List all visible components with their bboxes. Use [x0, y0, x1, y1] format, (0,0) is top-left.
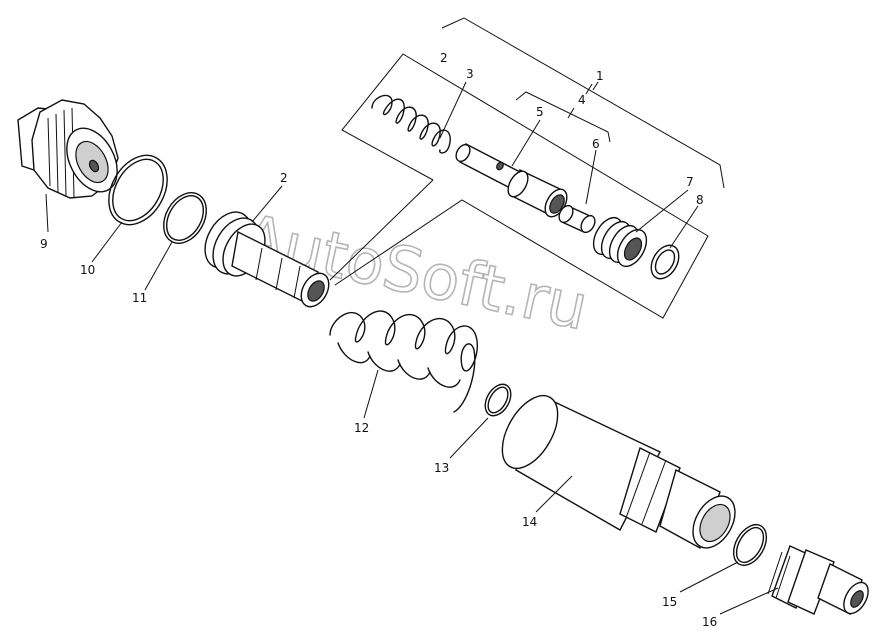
leader-lines: [45, 81, 779, 615]
assembly-bracket-1: [441, 17, 725, 189]
label-7: 7: [686, 175, 694, 189]
part-15-o-ring: [732, 524, 768, 566]
part-13-o-ring-small: [484, 383, 512, 417]
label-3: 3: [466, 67, 474, 81]
part-5-plunger: [455, 143, 568, 218]
label-11: 11: [132, 291, 147, 305]
label-9: 9: [40, 237, 48, 251]
part-7-grooved-sleeve: [592, 216, 648, 268]
label-2-upper: 2: [440, 51, 448, 65]
label-6: 6: [592, 137, 600, 151]
part-12-large-spring: [329, 310, 478, 413]
label-8: 8: [696, 193, 704, 207]
assembly-bracket-4: [515, 91, 611, 143]
part-labels: 1 2 3 4 5 6 7 8 9 10 11 2 12 13 14 15 16: [40, 51, 717, 629]
part-3-small-spring: [371, 94, 451, 154]
part-14-housing: [501, 394, 736, 550]
part-11-o-ring: [163, 192, 207, 244]
label-5: 5: [536, 105, 544, 119]
label-4: 4: [578, 93, 586, 107]
part-10-o-ring-large: [108, 154, 168, 226]
label-12: 12: [354, 421, 369, 435]
label-15: 15: [662, 595, 677, 609]
label-1: 1: [596, 69, 604, 83]
label-16: 16: [702, 615, 717, 629]
part-6-cylinder: [558, 204, 596, 234]
part-16-union-fitting: [767, 545, 869, 615]
label-10: 10: [80, 263, 95, 277]
part-9-threaded-fitting: [17, 99, 119, 199]
subassembly-frame: [329, 53, 709, 319]
label-2-lower: 2: [280, 171, 288, 185]
label-13: 13: [434, 461, 449, 475]
part-2-valve-body: [204, 211, 330, 308]
label-14: 14: [522, 515, 537, 529]
part-8-washer: [650, 244, 680, 280]
